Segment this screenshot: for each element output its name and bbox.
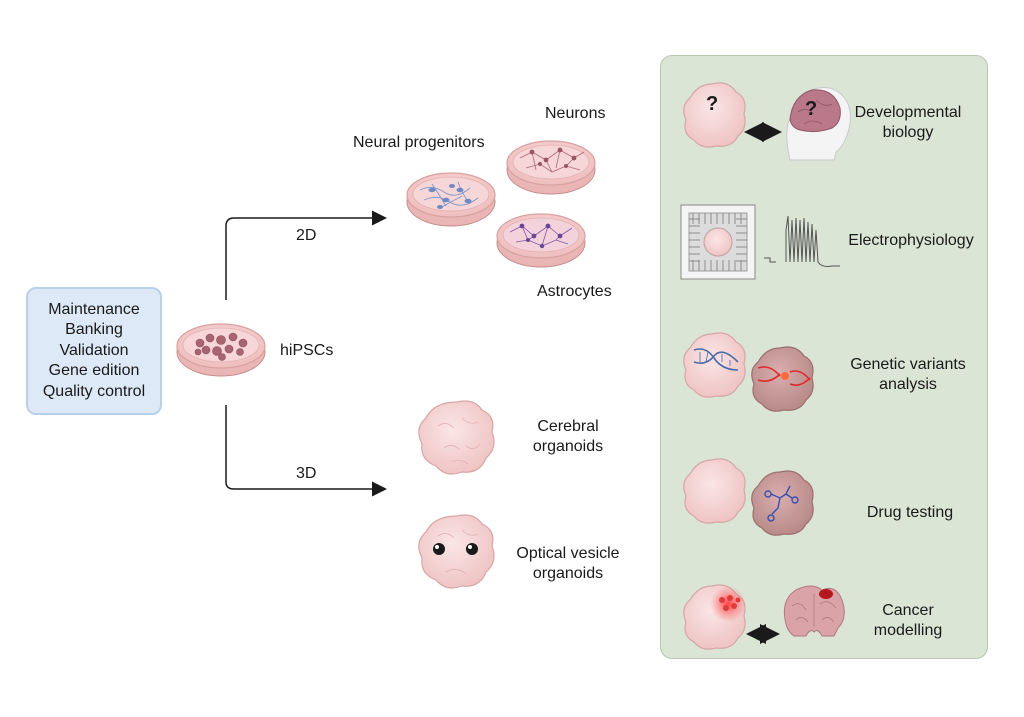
microelectrode-array-icon — [680, 204, 840, 280]
application-label-line: biology — [882, 124, 934, 141]
arrow-3d — [225, 405, 387, 497]
neural-progenitors-label: Neural progenitors — [353, 134, 485, 151]
application-label-line: analysis — [879, 376, 937, 393]
hipsc-dish-icon — [176, 323, 266, 377]
arrow-2d — [225, 210, 387, 300]
astrocytes-label: Astrocytes — [537, 283, 612, 300]
hipsc-label: hiPSCs — [280, 342, 334, 359]
tumor-organoid-brain-icon — [683, 584, 845, 650]
application-label-line: Genetic variants — [850, 356, 966, 373]
branch-arrows — [225, 210, 387, 497]
optical-vesicle-line-1: Optical vesicle — [516, 545, 620, 562]
culture-steps-box: Maintenance Banking Validation Gene edit… — [26, 287, 162, 415]
organoid-vs-infant-brain-icon: ? ? — [683, 82, 852, 161]
svg-text:?: ? — [805, 98, 817, 120]
cerebral-organoids-line-2: organoids — [532, 438, 604, 455]
optical-vesicle-organoid-icon — [418, 514, 495, 589]
culture-step-banking: Banking — [65, 321, 123, 339]
neurons-dish-icon — [506, 140, 596, 195]
optical-vesicle-organoids-label: Optical vesicle organoids — [506, 544, 630, 584]
culture-step-validation: Validation — [59, 341, 129, 359]
application-label-line: modelling — [873, 622, 943, 639]
svg-text:?: ? — [706, 93, 718, 115]
application-cancer-modelling: Cancer modelling — [858, 601, 958, 641]
application-electrophysiology: Electrophysiology — [836, 231, 986, 251]
drug-molecule-organoid-icon — [683, 458, 814, 536]
astrocytes-dish-icon — [496, 213, 586, 268]
cerebral-organoids-line-1: Cerebral — [537, 418, 599, 435]
application-genetic-variants: Genetic variants analysis — [838, 355, 978, 395]
dna-organoid-icon — [683, 332, 814, 412]
culture-step-maintenance: Maintenance — [48, 300, 140, 318]
optical-vesicle-line-2: organoids — [532, 565, 604, 582]
culture-step-gene-edition: Gene edition — [48, 362, 140, 380]
application-label-line: Drug testing — [866, 504, 954, 521]
neurons-label: Neurons — [545, 105, 606, 122]
cerebral-organoid-icon — [418, 400, 495, 475]
application-label-line: Developmental — [854, 104, 962, 121]
cerebral-organoids-label: Cerebral organoids — [518, 417, 618, 457]
application-label-line: Cancer — [882, 602, 934, 619]
branch-2d-label: 2D — [296, 227, 317, 244]
neural-progenitors-dish-icon — [406, 172, 496, 227]
application-drug-testing: Drug testing — [848, 503, 972, 523]
application-label-line: Electrophysiology — [848, 232, 974, 249]
culture-step-quality-control: Quality control — [42, 382, 146, 400]
branch-3d-label: 3D — [296, 465, 317, 482]
application-developmental-biology: Developmental biology — [840, 103, 976, 143]
